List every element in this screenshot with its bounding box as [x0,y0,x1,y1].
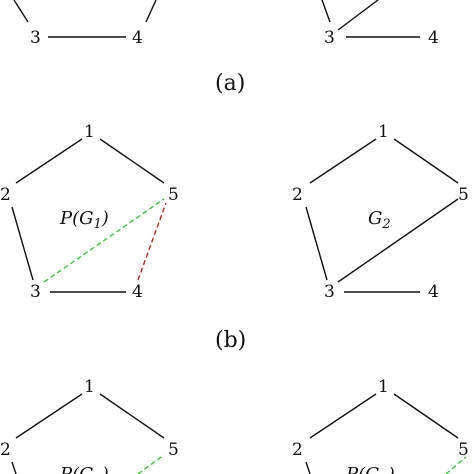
graph-a-left: 3 4 [13,0,157,48]
node-5: 5 [458,440,469,460]
graph-p-g1: 1 2 3 4 5 P(G1) [0,122,179,302]
graph-bottom-right: 1 2 5 P(G1) [292,377,469,474]
graph-label-g2-main: G [368,208,382,229]
node-1: 1 [84,377,95,397]
node-a-right-4: 4 [428,28,439,48]
edge-a-left-5-4 [145,0,157,23]
node-a-right-3: 3 [324,28,335,48]
node-1: 1 [378,122,389,142]
graph-label-g2: G2 [368,208,391,232]
dashed-edge-3-5 [43,198,165,283]
node-2: 2 [0,440,11,460]
graph-label-bottom-left-main: P(G [59,464,94,474]
edge-2-3 [11,206,34,281]
dashed-edge-4-5 [137,202,167,281]
graph-label-g2-sub: 2 [381,217,390,232]
edge-2-3 [11,461,17,474]
edge-1-2 [309,393,377,439]
dashed-edge-3-5 [445,456,467,474]
node-1: 1 [378,377,389,397]
node-2: 2 [0,185,11,205]
graph-label-bottom-left: P(G1) [59,464,109,474]
graph-a-right: 3 4 [321,0,439,48]
graph-label-p-g1-main: P(G [59,208,94,229]
node-2: 2 [292,440,303,460]
dashed-edge-3-5 [137,454,165,474]
edge-2-3 [305,461,311,474]
edge-2-3 [305,206,328,281]
graph-label-p-g1-close: ) [101,208,109,229]
edge-1-2 [309,138,377,184]
graph-label-bottom-right: P(G1) [345,464,395,474]
edge-a-left-2-3 [13,0,29,23]
edge-1-5 [393,393,459,439]
edge-1-5 [99,393,165,439]
graph-bottom-left: 1 2 5 P(G1) [0,377,179,474]
row-a: 3 4 3 4 (a) [13,0,439,96]
node-a-left-4: 4 [132,28,143,48]
node-4: 4 [132,282,143,302]
edge-1-5 [393,138,459,184]
node-2: 2 [292,185,303,205]
caption-a: (a) [215,71,245,96]
row-c: 1 2 5 P(G1) 1 2 5 P(G1) [0,377,469,474]
graph-label-p-g1: P(G1) [59,208,109,232]
edge-1-2 [15,138,83,184]
graph-g2: 1 2 3 4 5 G2 [292,122,469,302]
node-5: 5 [168,440,179,460]
edge-3-5 [337,198,459,283]
row-b: 1 2 3 4 5 P(G1) 1 2 3 4 5 G2 (b) [0,122,469,353]
edge-1-2 [15,393,83,439]
node-5: 5 [168,185,179,205]
graph-label-bottom-right-close: ) [387,464,395,474]
graph-label-p-g1-sub: 1 [94,217,102,232]
node-5: 5 [458,185,469,205]
node-3: 3 [324,282,335,302]
edge-a-right-2-3 [321,0,331,23]
node-4: 4 [428,282,439,302]
edge-1-5 [99,138,165,184]
graph-label-bottom-left-close: ) [101,464,109,474]
graph-label-bottom-right-main: P(G [345,464,380,474]
node-a-left-3: 3 [30,28,41,48]
edge-a-right-5-3 [337,0,379,31]
caption-b: (b) [215,328,246,353]
node-1: 1 [84,122,95,142]
node-3: 3 [30,282,41,302]
